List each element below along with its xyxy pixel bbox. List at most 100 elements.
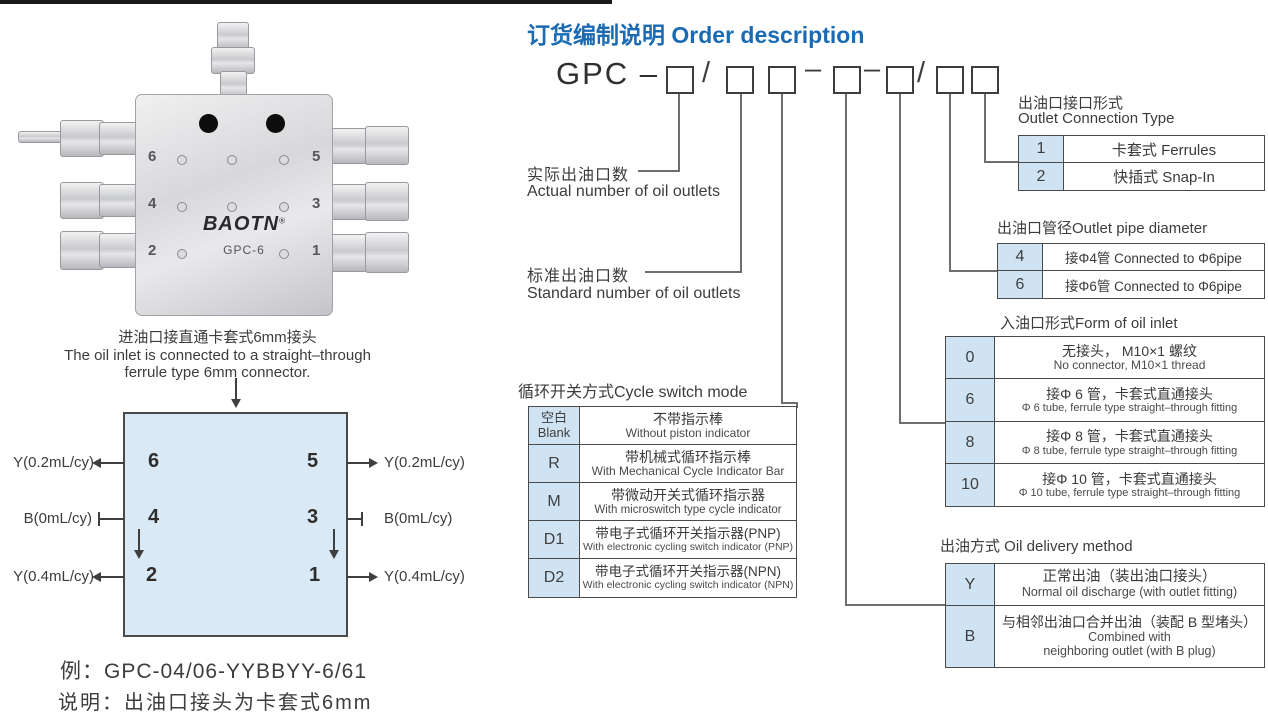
internal-down-line bbox=[138, 529, 140, 551]
schematic-port-2: 2 bbox=[146, 564, 158, 586]
inlet-note: 进油口接直通卡套式6mm接头 The oil inlet is connecte… bbox=[5, 326, 430, 381]
flow-stop-bar-left bbox=[98, 512, 100, 526]
port-dot bbox=[177, 249, 187, 259]
top-rule bbox=[0, 0, 612, 4]
connection-label: 卡套式 Ferrules bbox=[1063, 135, 1265, 163]
inlet-desc-cn: 接Φ 10 管，卡套式直通接头 bbox=[1042, 470, 1217, 487]
right-fitting-cap bbox=[365, 232, 409, 273]
table-row: 0 无接头， M10×1 螺纹 No connector, M10×1 thre… bbox=[945, 336, 1265, 379]
code-box-3 bbox=[768, 66, 796, 94]
block-port-number: 5 bbox=[312, 148, 321, 165]
right-fitting-nut bbox=[328, 128, 368, 164]
table-row: 空白 Blank 不带指示棒 Without piston indicator bbox=[528, 406, 797, 445]
port-dot bbox=[227, 202, 237, 212]
code-separator-dash: – bbox=[805, 53, 822, 85]
schematic-box bbox=[123, 412, 348, 637]
inlet-key: 8 bbox=[945, 421, 995, 464]
delivery-table-title: 出油方式 Oil delivery method bbox=[940, 538, 1133, 555]
right-fitting-cap bbox=[365, 126, 409, 165]
pipe-key: 6 bbox=[997, 270, 1043, 299]
port-dot bbox=[279, 155, 289, 165]
internal-down-arrow bbox=[134, 550, 144, 559]
inlet-desc-cn: 接Φ 6 管，卡套式直通接头 bbox=[1046, 385, 1213, 402]
delivery-desc-en: Normal oil discharge (with outlet fittin… bbox=[1021, 585, 1238, 600]
table-row: D2 带电子式循环开关指示器(NPN) With electronic cycl… bbox=[528, 558, 797, 598]
delivery-key: Y bbox=[945, 563, 995, 606]
block-port-number: 3 bbox=[312, 195, 321, 212]
cycle-table: 空白 Blank 不带指示棒 Without piston indicator … bbox=[528, 406, 797, 598]
connector-box3 bbox=[781, 94, 783, 404]
block-port-number: 4 bbox=[148, 195, 157, 212]
inlet-note-cn: 进油口接直通卡套式6mm接头 bbox=[118, 329, 317, 346]
pipe-label: 接Φ6管 Connected to Φ6pipe bbox=[1042, 270, 1265, 299]
internal-down-arrow bbox=[329, 550, 339, 559]
cycle-desc-en: With electronic cycling switch indicator… bbox=[582, 579, 794, 592]
port-dot bbox=[279, 202, 289, 212]
cycle-desc-cn: 带电子式循环开关指示器(PNP) bbox=[595, 525, 781, 541]
delivery-desc-en2: neighboring outlet (with B plug) bbox=[1043, 643, 1216, 658]
flow-label-right-bottom: Y(0.4mL/cy) bbox=[384, 568, 465, 585]
port-dot bbox=[177, 155, 187, 165]
left-fitting-cap bbox=[60, 182, 104, 219]
connection-table: 1 卡套式 Ferrules 2 快插式 Snap-In bbox=[1018, 135, 1265, 191]
connector-box6 bbox=[949, 270, 997, 272]
table-row: R 带机械式循环指示棒 With Mechanical Cycle Indica… bbox=[528, 444, 797, 483]
flow-line bbox=[346, 462, 370, 464]
flow-stop-bar-right bbox=[361, 512, 363, 526]
pipe-key: 4 bbox=[997, 243, 1043, 271]
inlet-desc-cn: 接Φ 8 管，卡套式直通接头 bbox=[1046, 428, 1213, 445]
delivery-key: B bbox=[945, 605, 995, 668]
code-separator-slash: / bbox=[702, 57, 711, 89]
pipe-table-title: 出油口管径Outlet pipe diameter bbox=[997, 220, 1208, 237]
connector-box7 bbox=[984, 94, 986, 163]
flow-label-right-mid: B(0mL/cy) bbox=[384, 510, 453, 527]
cycle-desc-cn: 带机械式循环指示棒 bbox=[625, 448, 751, 465]
inlet-note-en2: ferrule type 6mm connector. bbox=[124, 364, 311, 381]
cycle-desc-en: With electronic cycling switch indicator… bbox=[582, 540, 794, 553]
standard-outlets-label-en: Standard number of oil outlets bbox=[527, 285, 741, 302]
registered-mark: ® bbox=[279, 216, 285, 226]
table-row: 2 快插式 Snap-In bbox=[1018, 162, 1265, 191]
schematic-port-1: 1 bbox=[309, 564, 321, 586]
connector-box5 bbox=[899, 94, 901, 424]
code-box-4 bbox=[833, 66, 861, 94]
inlet-desc-en: No connector, M10×1 thread bbox=[1053, 358, 1206, 373]
right-fitting-nut bbox=[328, 184, 368, 220]
cycle-desc-en: With Mechanical Cycle Indicator Bar bbox=[591, 464, 785, 479]
connection-key: 1 bbox=[1018, 135, 1064, 163]
code-box-6 bbox=[936, 66, 964, 94]
code-separator-dash: – bbox=[864, 53, 881, 85]
delivery-desc-en1: Combined with bbox=[1088, 630, 1171, 645]
cycle-desc-cn: 带电子式循环开关指示器(NPN) bbox=[595, 564, 781, 580]
connector-box4 bbox=[845, 94, 847, 606]
block-hole bbox=[199, 114, 218, 133]
cycle-desc-en: Without piston indicator bbox=[625, 426, 751, 441]
table-row: 1 卡套式 Ferrules bbox=[1018, 135, 1265, 163]
right-fitting-nut bbox=[328, 234, 368, 272]
connector-box2 bbox=[740, 94, 742, 273]
delivery-table: Y 正常出油（装出油口接头） Normal oil discharge (wit… bbox=[945, 563, 1265, 668]
schematic-port-3: 3 bbox=[307, 506, 319, 528]
internal-down-line bbox=[333, 529, 335, 551]
cycle-desc-cn: 带微动开关式循环指示器 bbox=[611, 486, 765, 503]
inlet-key: 6 bbox=[945, 378, 995, 422]
cycle-key-en: Blank bbox=[537, 424, 571, 440]
inlet-desc-cn: 无接头， M10×1 螺纹 bbox=[1062, 342, 1197, 359]
table-row: D1 带电子式循环开关指示器(PNP) With electronic cycl… bbox=[528, 520, 797, 559]
model-text: GPC-6 bbox=[223, 243, 265, 257]
left-fitting-nut bbox=[99, 233, 139, 268]
table-row: 6 接Φ 6 管，卡套式直通接头 Φ 6 tube, ferrule type … bbox=[945, 378, 1265, 422]
flow-line bbox=[346, 518, 362, 520]
table-row: B 与相邻出油口合并出油（装配 B 型堵头） Combined with nei… bbox=[945, 605, 1265, 668]
connector-box6 bbox=[949, 94, 951, 272]
cycle-key: R bbox=[528, 444, 580, 483]
cycle-desc-cn: 不带指示棒 bbox=[653, 410, 723, 427]
flow-arrow-left bbox=[92, 572, 101, 582]
connection-table-title-en: Outlet Connection Type bbox=[1018, 110, 1175, 127]
flow-label-left-mid: B(0mL/cy) bbox=[23, 510, 92, 527]
table-row: Y 正常出油（装出油口接头） Normal oil discharge (wit… bbox=[945, 563, 1265, 606]
top-fitting-nut bbox=[211, 47, 255, 74]
order-code-prefix: GPC – bbox=[556, 56, 660, 91]
cycle-key: D2 bbox=[528, 558, 580, 598]
connection-key: 2 bbox=[1018, 162, 1064, 191]
